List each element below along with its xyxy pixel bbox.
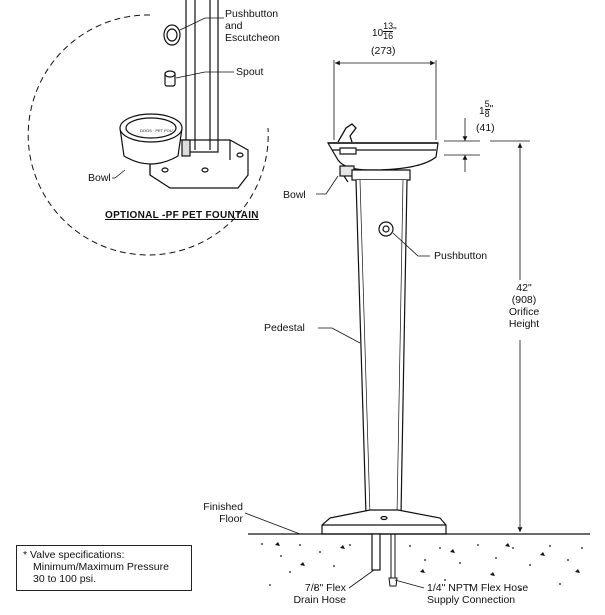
bowl-width-whole: 10 xyxy=(372,28,384,40)
label-line: Drain Hose xyxy=(293,594,346,606)
pedestal-label: Pedestal xyxy=(264,322,305,334)
pushbutton-escutcheon-label: Pushbutton and Escutcheon xyxy=(225,8,280,44)
leader-lines xyxy=(112,17,430,589)
main-pedestal xyxy=(321,179,447,535)
valve-spec-note: * Valve specifications: Minimum/Maximum … xyxy=(16,545,192,591)
bubbler-height-mm: (41) xyxy=(476,122,495,134)
bubbler-height-whole: 1 xyxy=(479,106,485,118)
note-line: 30 to 100 psi. xyxy=(33,573,97,585)
orifice-height-dimension: 42" (908) Orifice Height xyxy=(500,282,548,330)
svg-text:DOGS · PET FOU: DOGS · PET FOU xyxy=(140,128,173,133)
bowl-main-label: Bowl xyxy=(283,189,306,201)
pushbutton-label: Pushbutton xyxy=(434,250,488,262)
note-line: Minimum/Maximum Pressure xyxy=(33,561,169,573)
bowl-width-mm: (273) xyxy=(371,45,396,57)
detail-bowl: DOGS · PET FOU xyxy=(119,113,191,165)
label-line: 7/8" Flex xyxy=(304,582,346,594)
label-line: Floor xyxy=(219,513,243,525)
note-line: * Valve specifications: xyxy=(23,549,125,561)
floor-speckle xyxy=(261,542,583,591)
label-line: 1/4" NPTM Flex Hose xyxy=(427,582,529,594)
drain-hose xyxy=(371,533,381,571)
label-line: Finished xyxy=(203,501,243,513)
bowl-width-unit: " xyxy=(393,26,397,38)
detail-spout xyxy=(164,70,176,87)
bowl-width-num: 13 xyxy=(383,21,394,32)
bubbler-height-unit: " xyxy=(489,104,494,116)
label-line: Escutcheon xyxy=(225,32,280,44)
bowl-detail-label: Bowl xyxy=(88,172,111,184)
label-line: and xyxy=(225,20,243,32)
main-pushbutton xyxy=(378,221,394,237)
detail-pushbutton xyxy=(163,24,181,46)
bowl-width-dimension: 10 13 16 " xyxy=(372,22,397,41)
main-bowl xyxy=(326,123,439,183)
bubbler-height-num: 5 xyxy=(484,99,490,110)
supply-connection-label: 1/4" NPTM Flex Hose Supply Connection xyxy=(427,582,528,606)
bubbler-height-den: 8 xyxy=(484,109,490,119)
detail-circle xyxy=(27,14,269,256)
label-line: Supply Connection xyxy=(427,594,516,606)
orifice-height-label: Height xyxy=(508,318,540,330)
orifice-height-mm: (908) xyxy=(511,294,537,306)
spout-label: Spout xyxy=(236,66,264,78)
bubbler-height-dimension: 1 5 8 " xyxy=(479,100,493,119)
drain-hose-label: 7/8" Flex Drain Hose xyxy=(282,582,346,606)
orifice-height-in: 42" xyxy=(516,282,532,294)
bowl-collar xyxy=(351,169,411,181)
optional-pet-fountain-title: OPTIONAL -PF PET FOUNTAIN xyxy=(105,210,259,221)
bowl-width-den: 16 xyxy=(383,31,394,41)
supply-hose xyxy=(388,534,398,587)
finished-floor-label: Finished Floor xyxy=(199,501,243,525)
label-line: Pushbutton xyxy=(225,8,279,20)
orifice-height-label: Orifice xyxy=(508,306,540,318)
